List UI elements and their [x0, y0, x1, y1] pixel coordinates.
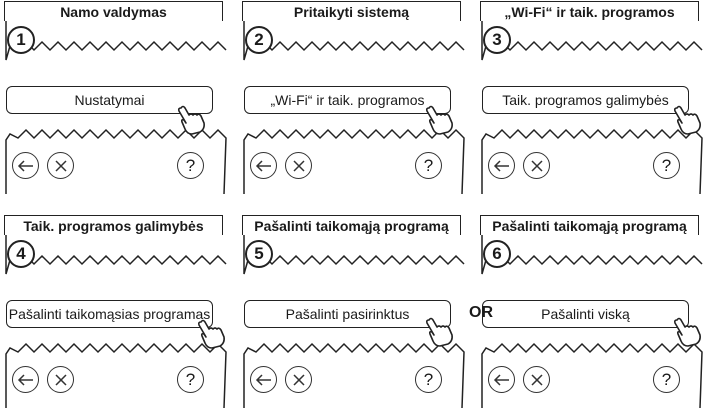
cancel-x-icon[interactable]: [523, 366, 550, 393]
help-question-icon[interactable]: ?: [415, 152, 442, 179]
help-question-icon[interactable]: ?: [653, 366, 680, 393]
step-number: 4: [7, 240, 35, 268]
help-question-icon[interactable]: ?: [415, 366, 442, 393]
menu-option-button[interactable]: Pašalinti pasirinktus: [244, 300, 451, 328]
back-arrow-icon[interactable]: [488, 152, 515, 179]
x-glyph: [530, 373, 543, 386]
menu-option-button[interactable]: Pašalinti taikomąsias programas: [6, 300, 213, 328]
arrow-left-glyph: [493, 159, 509, 172]
help-glyph: ?: [661, 155, 672, 175]
cancel-x-icon[interactable]: [47, 152, 74, 179]
arrow-left-glyph: [17, 373, 33, 386]
or-connector: OR: [469, 304, 493, 321]
top-screen-edge: [481, 21, 703, 61]
hand-pointer-icon: [673, 105, 701, 135]
help-glyph: ?: [661, 369, 672, 389]
x-glyph: [292, 373, 305, 386]
step-number: 2: [245, 26, 273, 54]
help-glyph: ?: [423, 155, 434, 175]
screen-outline: [243, 21, 465, 195]
back-arrow-icon[interactable]: [250, 366, 277, 393]
top-screen-edge: [5, 235, 227, 275]
arrow-left-glyph: [493, 373, 509, 386]
help-question-icon[interactable]: ?: [177, 366, 204, 393]
bottom-screen-edge: [481, 128, 703, 195]
arrow-left-glyph: [255, 159, 271, 172]
cancel-x-icon[interactable]: [47, 366, 74, 393]
screen-outline: [481, 21, 703, 195]
step-number: 6: [483, 240, 511, 268]
step-number: 5: [245, 240, 273, 268]
step-number: 1: [7, 26, 35, 54]
screen-outline: [5, 235, 227, 409]
top-screen-edge: [5, 21, 227, 61]
bottom-screen-edge: [5, 128, 227, 195]
x-glyph: [292, 159, 305, 172]
screen-outline: [243, 235, 465, 409]
back-arrow-icon[interactable]: [12, 366, 39, 393]
help-question-icon[interactable]: ?: [177, 152, 204, 179]
menu-option-button[interactable]: Pašalinti viską: [482, 300, 689, 328]
back-arrow-icon[interactable]: [12, 152, 39, 179]
menu-option-button[interactable]: „Wi-Fi“ ir taik. programos: [244, 86, 451, 114]
cancel-x-icon[interactable]: [285, 366, 312, 393]
bottom-screen-edge: [481, 342, 703, 409]
hand-pointer-icon: [197, 319, 225, 349]
hand-pointer-icon: [425, 317, 453, 347]
top-screen-edge: [243, 21, 465, 61]
cancel-x-icon[interactable]: [523, 152, 550, 179]
step-title: Namo valdymas: [4, 1, 223, 21]
step-title: Taik. programos galimybės: [4, 215, 223, 235]
help-glyph: ?: [423, 369, 434, 389]
step-panel: Pritaikyti sistemą 2 „Wi-Fi“ ir taik. prog…: [240, 0, 465, 195]
x-glyph: [54, 373, 67, 386]
hand-pointer-icon: [425, 105, 453, 135]
bottom-screen-edge: [243, 128, 465, 195]
arrow-left-glyph: [255, 373, 271, 386]
help-glyph: ?: [185, 369, 196, 389]
screen-outline: [5, 21, 227, 195]
x-glyph: [530, 159, 543, 172]
step-number: 3: [483, 26, 511, 54]
x-glyph: [54, 159, 67, 172]
step-title: Pritaikyti sistemą: [242, 1, 461, 21]
back-arrow-icon[interactable]: [488, 366, 515, 393]
hand-pointer-icon: [673, 317, 701, 347]
top-screen-edge: [481, 235, 703, 275]
back-arrow-icon[interactable]: [250, 152, 277, 179]
screen-outline: [481, 235, 703, 409]
bottom-screen-edge: [243, 342, 465, 409]
top-screen-edge: [243, 235, 465, 275]
help-glyph: ?: [185, 155, 196, 175]
step-title: „Wi-Fi“ ir taik. programos: [480, 1, 699, 21]
step-title: Pašalinti taikomąją programą: [242, 215, 461, 235]
bottom-screen-edge: [5, 342, 227, 409]
cancel-x-icon[interactable]: [285, 152, 312, 179]
arrow-left-glyph: [17, 159, 33, 172]
step-title: Pašalinti taikomąją programą: [480, 215, 699, 235]
menu-option-button[interactable]: Taik. programos galimybės: [482, 86, 689, 114]
help-question-icon[interactable]: ?: [653, 152, 680, 179]
hand-pointer-icon: [177, 105, 205, 135]
